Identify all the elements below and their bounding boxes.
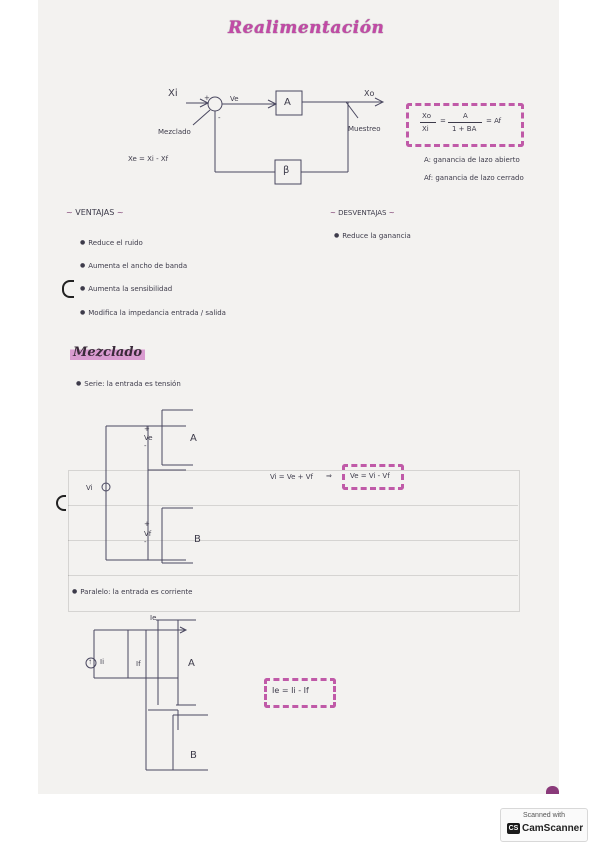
serie-vf-label: Vf (144, 530, 152, 538)
corner-mark (546, 786, 559, 794)
bleed-through-line (68, 505, 518, 506)
current-source-arrow-icon: ↑ (88, 657, 92, 666)
serie-implies: ⇒ (326, 472, 332, 480)
tilde-icon: ~ (386, 209, 395, 217)
ventaja-item: Aumenta el ancho de banda (80, 262, 187, 270)
binder-hole-mark (62, 280, 74, 298)
page-title: Realimentación (228, 18, 385, 38)
serie-minus: - (144, 538, 147, 546)
plus-sign: + (204, 94, 210, 102)
paralelo-ie-label: Ie (150, 614, 157, 622)
serie-plus: + (144, 520, 150, 528)
formula-equals: = (440, 117, 446, 125)
bleed-through-line (68, 540, 518, 541)
formula-lhs-num: Xo (422, 112, 432, 120)
mezclado-heading: Mezclado (70, 345, 146, 360)
serie-minus: - (144, 442, 147, 450)
block-a-label: A (284, 97, 291, 108)
definition-a: A: ganancia de lazo abierto (424, 156, 520, 164)
error-equation: Xe = Xi - Xf (128, 155, 169, 163)
output-label: Xo (364, 89, 375, 98)
block-b-label: β (283, 165, 290, 176)
ventaja-item: Aumenta la sensibilidad (80, 285, 172, 293)
serie-plus: + (144, 425, 150, 433)
formula-lhs-den: Xi (422, 125, 429, 133)
tilde-icon: ~ (330, 209, 339, 217)
ventajas-heading: ~ VENTAJAS ~ (66, 208, 124, 217)
formula-rhs-bar (448, 122, 482, 123)
formula-result: = Af (486, 117, 502, 125)
gain-formula-box (406, 103, 524, 147)
serie-vi-label: Vi (86, 484, 93, 492)
block-diagram-lines (85, 90, 385, 771)
serie-ve-label: Ve (144, 434, 153, 442)
bleed-through-table (68, 470, 520, 612)
paralelo-a-label: A (188, 658, 195, 669)
stamp-brand-name: CamScanner (522, 823, 584, 834)
paralelo-result: Ie = Ii - If (272, 686, 309, 695)
stamp-caption: Scanned with (522, 812, 566, 819)
definition-af: Af: ganancia de lazo cerrado (424, 174, 524, 182)
ventaja-item: Modifica la impedancia entrada / salida (80, 309, 226, 317)
serie-description: Serie: la entrada es tensión (76, 380, 181, 388)
ventaja-item: Reduce el ruido (80, 239, 143, 247)
desventajas-heading: ~ DESVENTAJAS ~ (330, 209, 395, 217)
binder-hole-mark (56, 495, 66, 511)
serie-result-box (342, 464, 404, 490)
minus-sign: - (218, 114, 221, 122)
serie-a-label: A (190, 433, 197, 444)
paralelo-ii-label: Ii (100, 658, 105, 666)
desventaja-item: Reduce la ganancia (334, 232, 411, 240)
tilde-icon: ~ (66, 208, 76, 217)
serie-b-label: B (194, 534, 201, 545)
paralelo-description: Paralelo: la entrada es corriente (72, 588, 192, 596)
formula-lhs-bar (420, 122, 436, 123)
serie-equation: Vi = Ve + Vf (270, 473, 314, 481)
formula-rhs-num: A (463, 112, 468, 120)
camscanner-logo-icon: CS (507, 823, 520, 834)
notebook-page: Realimentación (38, 0, 559, 794)
sampling-label: Muestreo (348, 125, 381, 133)
mixer-label: Mezclado (158, 128, 191, 136)
serie-result: Ve = Vi - Vf (350, 472, 390, 480)
paralelo-b-label: B (190, 750, 197, 761)
error-label: Ve (230, 95, 239, 103)
tilde-icon: ~ (114, 208, 124, 217)
desventajas-title: DESVENTAJAS (338, 209, 387, 217)
ventajas-title: VENTAJAS (75, 208, 115, 217)
formula-rhs-den: 1 + BA (452, 125, 477, 133)
input-label: Xi (168, 88, 178, 99)
paralelo-result-box (264, 678, 336, 708)
bleed-through-line (68, 575, 518, 576)
paralelo-if-label: If (136, 660, 141, 668)
